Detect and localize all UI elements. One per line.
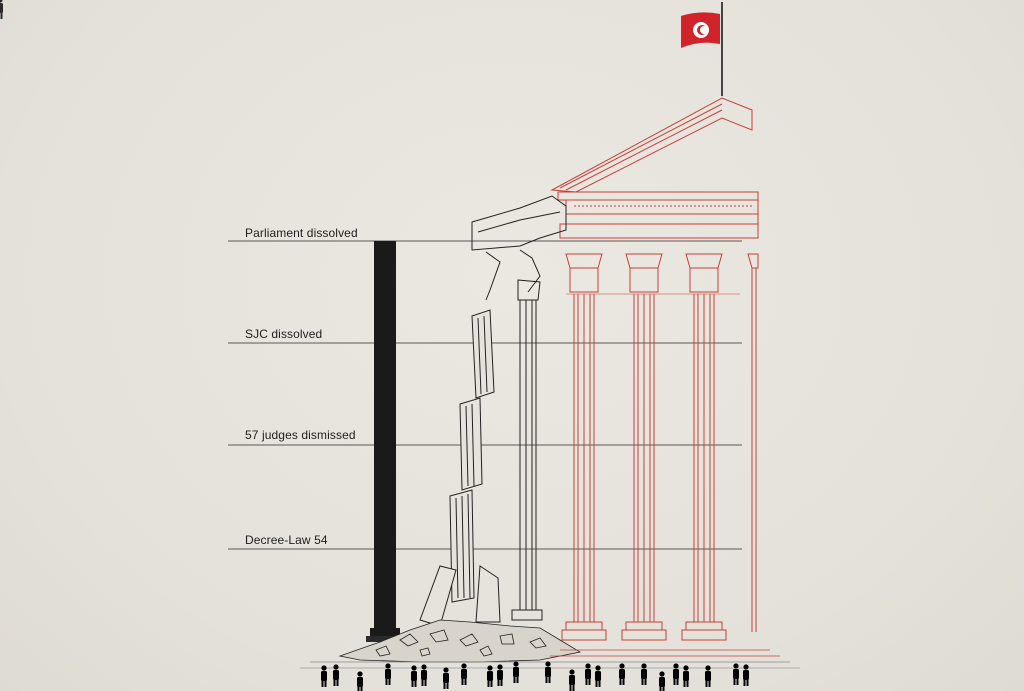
column-4-partial xyxy=(747,253,759,632)
red-columns xyxy=(561,253,759,641)
rubble-pile xyxy=(338,619,582,663)
crumbling-column xyxy=(419,279,543,627)
temple-pediment xyxy=(550,97,759,239)
tunisian-flag-icon xyxy=(681,2,723,96)
timeline-rules xyxy=(228,240,742,550)
crowd-people xyxy=(321,661,749,691)
broken-entablature xyxy=(471,195,567,301)
milestone-judges-dismissed: 57 judges dismissed xyxy=(245,428,356,442)
column-3 xyxy=(681,253,727,641)
timeline-bar xyxy=(366,241,404,642)
column-2 xyxy=(621,253,667,641)
column-1 xyxy=(561,253,607,641)
milestone-decree-law-54: Decree-Law 54 xyxy=(245,533,328,547)
milestone-sjc-dissolved: SJC dissolved xyxy=(245,327,323,341)
milestone-parliament-dissolved: Parliament dissolved xyxy=(245,226,358,240)
crowd-figures xyxy=(0,0,3,19)
